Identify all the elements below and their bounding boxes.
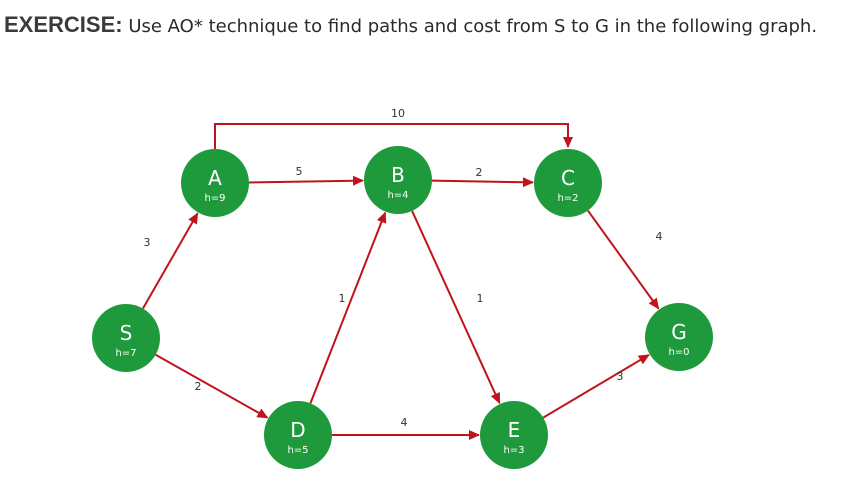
node-d: Dh=5 (264, 401, 332, 469)
nodes-layer: Sh=7 Ah=9 Bh=4 Ch=2Dh=5 Eh=3 Gh=0 (92, 146, 713, 469)
node-heuristic: h=3 (503, 445, 524, 456)
node-circle (181, 149, 249, 217)
node-name: B (391, 163, 405, 187)
node-name: D (290, 418, 305, 442)
edge-cost-s-a: 3 (144, 236, 151, 249)
edge-e-g (542, 354, 650, 419)
node-b: Bh=4 (364, 146, 432, 214)
edge-cost-a-b: 5 (296, 165, 303, 178)
exercise-text: Use AO* technique to find paths and cost… (128, 16, 818, 37)
node-a: Ah=9 (181, 149, 249, 217)
node-s: Sh=7 (92, 304, 160, 372)
exercise-label: EXERCISE: (4, 12, 123, 37)
edge-cost-a-c: 10 (391, 107, 405, 120)
node-name: S (120, 321, 133, 345)
node-circle (480, 401, 548, 469)
node-heuristic: h=9 (204, 193, 225, 204)
edge-a-b (248, 175, 365, 186)
edge-cost-c-g: 4 (656, 230, 663, 243)
edge-cost-s-d: 2 (195, 380, 202, 393)
edge-c-g (587, 209, 660, 310)
node-heuristic: h=0 (668, 347, 689, 358)
node-name: A (208, 166, 222, 190)
node-circle (364, 146, 432, 214)
node-circle (645, 303, 713, 371)
node-name: C (561, 166, 575, 190)
edge-cost-d-b: 1 (339, 292, 346, 305)
node-heuristic: h=7 (115, 348, 136, 359)
edge-cost-d-e: 4 (401, 416, 408, 429)
edges-layer: 3 2 5 10 2 1 1 4 4 3 (142, 107, 663, 440)
edge-cost-b-c: 2 (476, 166, 483, 179)
exercise-prompt: EXERCISE: Use AO* technique to find path… (4, 2, 848, 50)
edge-s-d (155, 353, 269, 419)
node-circle (92, 304, 160, 372)
node-circle (534, 149, 602, 217)
edge-a-c (214, 123, 573, 149)
node-heuristic: h=5 (287, 445, 308, 456)
edge-d-b (309, 211, 387, 404)
node-circle (264, 401, 332, 469)
node-heuristic: h=4 (387, 190, 408, 201)
node-heuristic: h=2 (557, 193, 578, 204)
node-name: E (508, 418, 521, 442)
edge-cost-b-e: 1 (477, 292, 484, 305)
node-c: Ch=2 (534, 149, 602, 217)
node-e: Eh=3 (480, 401, 548, 469)
edge-s-a (142, 212, 199, 310)
edge-b-c (431, 177, 535, 188)
edge-b-e (411, 210, 501, 405)
edge-cost-e-g: 3 (617, 370, 624, 383)
node-g: Gh=0 (645, 303, 713, 371)
node-name: G (671, 320, 687, 344)
